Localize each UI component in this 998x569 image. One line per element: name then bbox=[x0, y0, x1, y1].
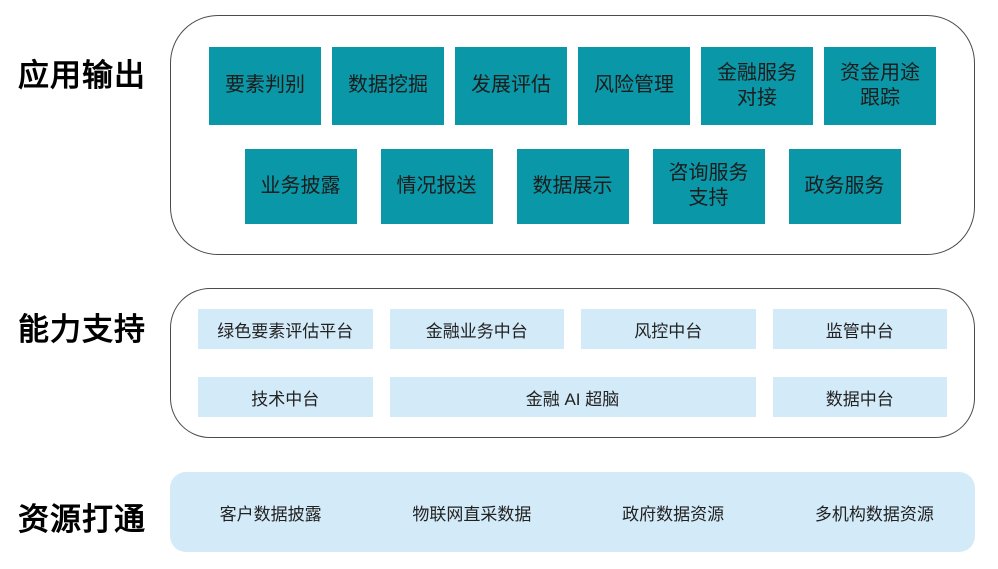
application-output-row-1: 要素判别 数据挖掘 发展评估 风险管理 金融服务对接 资金用途跟踪 bbox=[205, 46, 940, 125]
cap-box-financial-ai-superbrain: 金融 AI 超脑 bbox=[389, 377, 756, 417]
app-box-data-display: 数据展示 bbox=[516, 148, 629, 224]
section-label-capability-support: 能力支持 bbox=[18, 312, 146, 347]
app-box-fund-usage-tracking: 资金用途跟踪 bbox=[824, 46, 936, 125]
app-box-development-evaluation: 发展评估 bbox=[455, 46, 567, 125]
cap-box-data-middle-platform: 数据中台 bbox=[772, 377, 947, 417]
section-label-resource-connection: 资源打通 bbox=[18, 502, 146, 537]
app-box-risk-management: 风险管理 bbox=[578, 46, 690, 125]
app-box-business-disclosure: 业务披露 bbox=[244, 148, 357, 224]
app-box-financial-service-connection: 金融服务对接 bbox=[701, 46, 813, 125]
cap-box-risk-control-middle-platform: 风控中台 bbox=[581, 309, 756, 349]
app-box-factor-identification: 要素判别 bbox=[209, 46, 321, 125]
section-label-application-output: 应用输出 bbox=[18, 58, 146, 93]
resource-item-iot-direct-data: 物联网直采数据 bbox=[412, 504, 532, 524]
app-box-situation-reporting: 情况报送 bbox=[380, 148, 493, 224]
application-output-container: 要素判别 数据挖掘 发展评估 风险管理 金融服务对接 资金用途跟踪 业务披露 情… bbox=[170, 15, 975, 255]
resource-connection-band: 客户数据披露 物联网直采数据 政府数据资源 多机构数据资源 bbox=[170, 472, 975, 552]
app-box-government-service: 政务服务 bbox=[788, 148, 901, 224]
cap-box-financial-business-middle-platform: 金融业务中台 bbox=[389, 309, 564, 349]
resource-item-government-data: 政府数据资源 bbox=[622, 504, 725, 524]
resource-item-multi-institution-data: 多机构数据资源 bbox=[814, 504, 934, 524]
cap-box-regulatory-middle-platform: 监管中台 bbox=[772, 309, 947, 349]
app-box-consulting-service-support: 咨询服务支持 bbox=[652, 148, 765, 224]
cap-box-green-factor-evaluation-platform: 绿色要素评估平台 bbox=[198, 309, 373, 349]
resource-item-customer-data-disclosure: 客户数据披露 bbox=[219, 504, 322, 524]
cap-box-technology-middle-platform: 技术中台 bbox=[198, 377, 373, 417]
app-box-data-mining: 数据挖掘 bbox=[332, 46, 444, 125]
capability-support-container: 绿色要素评估平台 金融业务中台 风控中台 监管中台 技术中台 金融 AI 超脑 … bbox=[170, 288, 975, 438]
application-output-row-2: 业务披露 情况报送 数据展示 咨询服务支持 政务服务 bbox=[205, 148, 940, 224]
